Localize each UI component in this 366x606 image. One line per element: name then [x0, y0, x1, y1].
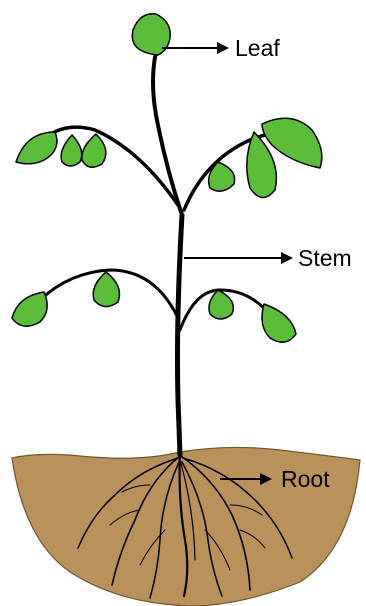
- root-label: Root: [281, 466, 330, 492]
- leaf-lower-right-2: [262, 304, 296, 342]
- leaf-lower-right-1: [209, 290, 233, 319]
- main-stem: [178, 215, 183, 455]
- leaf-upper-left-3: [82, 134, 106, 167]
- branch-upper-left: [38, 127, 178, 205]
- leaf-lower-left-2: [93, 272, 119, 307]
- leaf-upper-left-1: [16, 132, 57, 164]
- leaves: [12, 14, 322, 342]
- leaf-arrow-head: [217, 42, 229, 54]
- stem: [38, 52, 285, 455]
- leaf-upper-left-2: [61, 135, 82, 166]
- leaf-lower-left-1: [12, 292, 47, 326]
- stem-label: Stem: [298, 245, 352, 271]
- leaf-label: Leaf: [235, 35, 280, 61]
- stem-arrow-head: [281, 252, 293, 264]
